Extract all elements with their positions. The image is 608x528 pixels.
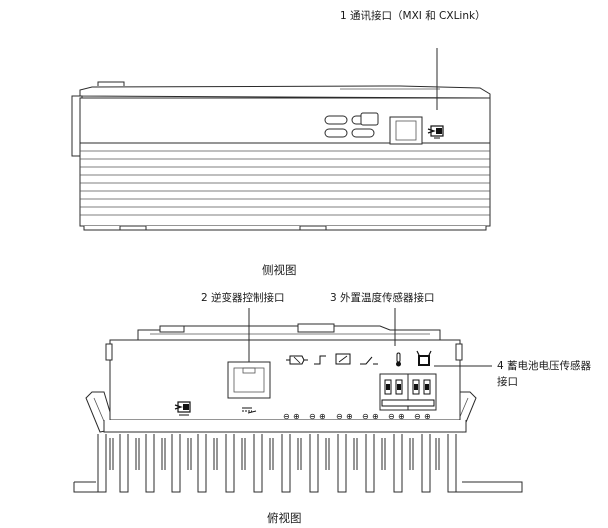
svg-text:⊖: ⊖ (388, 412, 395, 421)
svg-text:⊖: ⊖ (336, 412, 343, 421)
svg-text:⊖: ⊖ (309, 412, 316, 421)
svg-text:⊖: ⊖ (283, 412, 290, 421)
comm-port-icon (427, 125, 444, 139)
svg-text:⊕: ⊕ (424, 412, 431, 421)
label-inverter-port: 2 逆变器控制接口 (201, 292, 285, 304)
svg-text:⊖: ⊖ (414, 412, 421, 421)
svg-text:⊕: ⊕ (293, 412, 300, 421)
top-view-drawing: ⊖⊕ ⊖⊕ ⊖⊕ ⊖⊕ ⊖⊕ ⊖⊕ (73, 308, 523, 493)
terminal-block-icon (379, 373, 437, 411)
polarity-row: ⊖⊕ ⊖⊕ ⊖⊕ ⊖⊕ ⊖⊕ ⊖⊕ (283, 412, 431, 421)
svg-text:⊕: ⊕ (346, 412, 353, 421)
svg-text:⊕: ⊕ (319, 412, 326, 421)
temperature-icon (396, 352, 401, 367)
heatsink-fins-icon (73, 434, 523, 493)
label-comm-port: 1 通讯接口（MXI 和 CXLink） (340, 10, 486, 22)
comm-port-icon (174, 401, 191, 416)
svg-text:⊕: ⊕ (372, 412, 379, 421)
side-rj-port (389, 116, 423, 145)
battery-icon (416, 350, 432, 366)
inverter-symbol-icon (286, 355, 308, 365)
label-battery-sensor-port-line1: 4 蓄电池电压传感器 (497, 360, 592, 372)
svg-text:⊖: ⊖ (362, 412, 369, 421)
caption-top-view: 俯视图 (267, 511, 302, 525)
svg-text:⊕: ⊕ (398, 412, 405, 421)
label-temp-sensor-port: 3 外置温度传感器接口 (330, 292, 435, 304)
side-vents (80, 150, 490, 216)
label-battery-sensor-port-line2: 接口 (497, 376, 518, 388)
caption-side-view: 侧视图 (262, 263, 297, 277)
side-view-drawing (71, 48, 491, 231)
